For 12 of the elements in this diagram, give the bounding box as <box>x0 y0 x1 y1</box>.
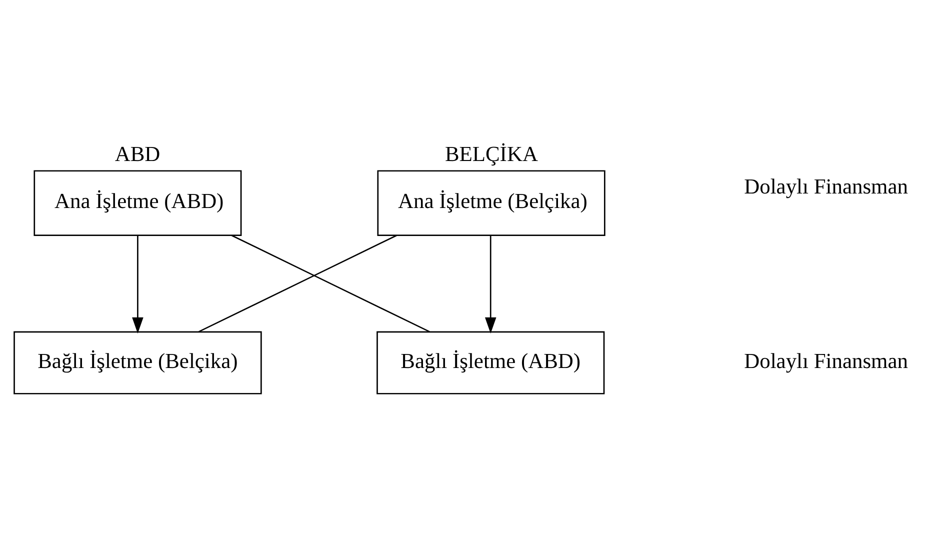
node-box: Ana İşletme (ABD) <box>34 170 242 236</box>
node-label: BELÇİKA <box>444 142 538 166</box>
connector <box>198 234 397 332</box>
connector <box>232 234 430 332</box>
label: Dolaylı Finansman <box>744 348 908 373</box>
node-box: Bağlı İşletme (ABD) <box>376 331 605 394</box>
arrow <box>132 236 144 334</box>
node-box: Bağlı İşletme (Belçika) <box>14 331 262 394</box>
arrow <box>484 236 496 334</box>
label: Dolaylı Finansman <box>744 174 908 198</box>
node-label: ABD <box>114 142 160 166</box>
node-box: Ana İşletme (Belçika) <box>377 170 606 236</box>
